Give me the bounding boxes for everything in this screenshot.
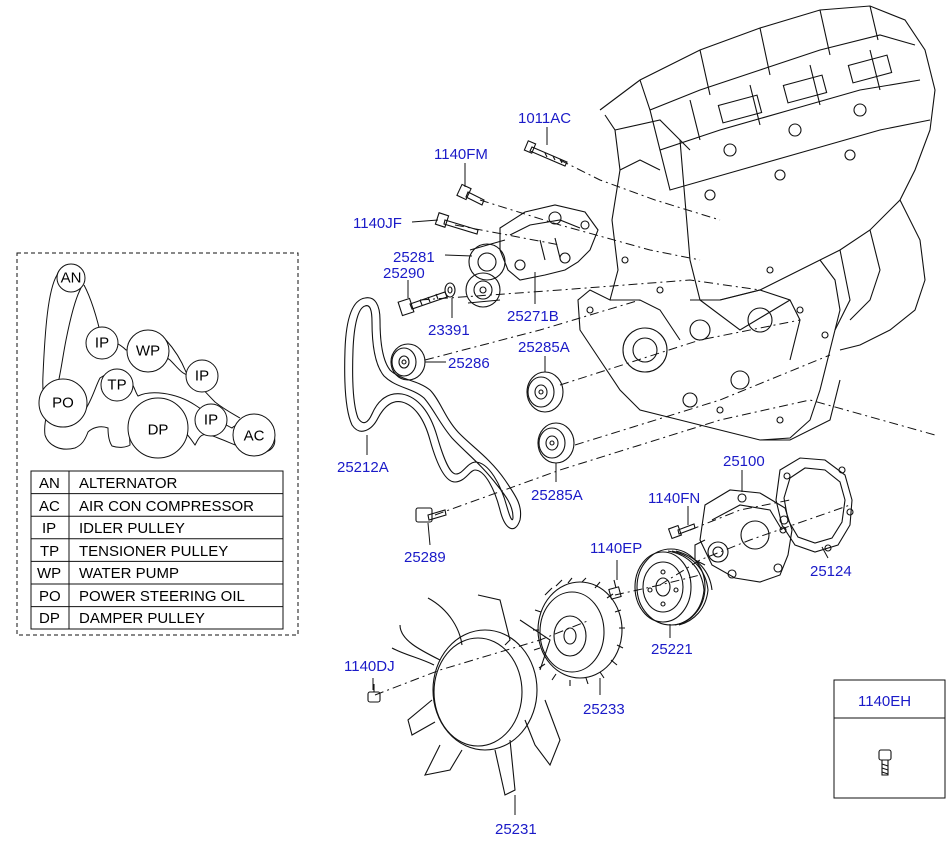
washer-23391 <box>444 282 456 298</box>
pulley-ac-label: AC <box>244 428 265 445</box>
legend-name: DAMPER PULLEY <box>79 610 205 627</box>
legend-name: TENSIONER PULLEY <box>79 543 228 560</box>
fan-clutch-25233 <box>533 577 625 686</box>
bolt-1140fm <box>456 183 485 206</box>
pulley-po: PO <box>38 378 88 428</box>
legend-code: WP <box>37 565 61 582</box>
label-25281: 25281 <box>393 249 435 266</box>
inset-box-title: 1140EH <box>858 693 911 710</box>
label-25290: 25290 <box>383 265 425 282</box>
legend-code: DP <box>39 610 60 627</box>
water-pump-25100 <box>694 489 793 583</box>
engine-block-illustration <box>577 5 936 441</box>
legend-name: IDLER PULLEY <box>79 520 185 537</box>
belt-routing-panel: AN IP WP IP PO TP DP IP <box>16 252 299 636</box>
label-1140jf: 1140JF <box>353 215 402 232</box>
pulley-ip-1: IP <box>85 326 119 360</box>
legend-code: PO <box>39 588 61 605</box>
label-25286: 25286 <box>448 355 490 372</box>
bolt-1011ac <box>523 140 568 167</box>
label-25233: 25233 <box>583 701 625 718</box>
pulley-ac: AC <box>232 413 276 457</box>
legend-code: AC <box>39 498 60 515</box>
pulley-dp-label: DP <box>148 422 169 439</box>
legend-name: AIR CON COMPRESSOR <box>79 498 254 515</box>
pulley-ip-3-label: IP <box>204 412 218 429</box>
tensioner-pulley-25281 <box>465 239 506 308</box>
pulley-wp: WP <box>126 329 170 373</box>
legend-code: AN <box>39 475 60 492</box>
legend-name: ALTERNATOR <box>79 475 178 492</box>
belt-legend-table: AN ALTERNATOR AC AIR CON COMPRESSOR IP I… <box>30 470 284 630</box>
label-25285a-lower: 25285A <box>531 487 583 504</box>
pulley-ip-1-label: IP <box>95 335 109 352</box>
water-pump-gasket-25124 <box>775 457 854 553</box>
idler-pulley-25286 <box>390 343 426 381</box>
water-pump-pulley-25221 <box>634 548 713 626</box>
label-25124: 25124 <box>810 563 852 580</box>
legend-code: IP <box>42 520 56 537</box>
pulley-tp-label: TP <box>107 377 126 394</box>
label-25231: 25231 <box>495 821 537 838</box>
idler-pulley-25285a-lower <box>537 422 575 464</box>
pulley-ip-2: IP <box>185 359 219 393</box>
part-number-labels: 1011AC 1140FM 1140JF 25281 25290 23391 2… <box>337 110 852 838</box>
legend-code: TP <box>40 543 59 560</box>
pulley-ip-3: IP <box>194 403 228 437</box>
leader-lines <box>366 127 829 815</box>
label-1140fn: 1140FN <box>648 490 700 507</box>
label-1140dj: 1140DJ <box>344 658 395 675</box>
label-23391: 23391 <box>428 322 470 339</box>
bolt-1140ep <box>608 579 622 600</box>
drive-belt-25212a <box>344 297 522 530</box>
tensioner-bracket-25271b <box>499 204 599 281</box>
bolt-1140jf <box>434 212 479 235</box>
pulley-an-label: AN <box>61 270 82 287</box>
pulley-dp: DP <box>127 397 189 459</box>
pulley-po-label: PO <box>52 395 74 412</box>
label-25212a: 25212A <box>337 459 389 476</box>
label-25221: 25221 <box>651 641 693 658</box>
label-1140ep: 1140EP <box>590 540 642 557</box>
pulley-tp: TP <box>100 368 134 402</box>
pulley-wp-label: WP <box>136 343 160 360</box>
cooling-fan-25231 <box>391 594 561 796</box>
label-25100: 25100 <box>723 453 765 470</box>
idler-pulley-25285a-upper <box>526 371 564 413</box>
assembly-centerlines <box>374 159 936 696</box>
label-1140fm: 1140FM <box>434 146 488 163</box>
label-25289: 25289 <box>404 549 446 566</box>
bolt-1140eh <box>878 749 892 776</box>
bolt-25290 <box>397 291 448 317</box>
bolt-1140fn <box>667 523 696 540</box>
legend-name: WATER PUMP <box>79 565 179 582</box>
label-25271b: 25271B <box>507 308 559 325</box>
label-25285a-upper: 25285A <box>518 339 570 356</box>
pulley-ip-2-label: IP <box>195 368 209 385</box>
bolt-1140dj <box>367 684 381 703</box>
inset-box-1140eh: 1140EH <box>833 679 946 799</box>
pulley-an: AN <box>56 263 86 293</box>
legend-name: POWER STEERING OIL <box>79 588 245 605</box>
label-1011ac: 1011AC <box>518 110 571 127</box>
bolt-25289 <box>415 507 447 523</box>
